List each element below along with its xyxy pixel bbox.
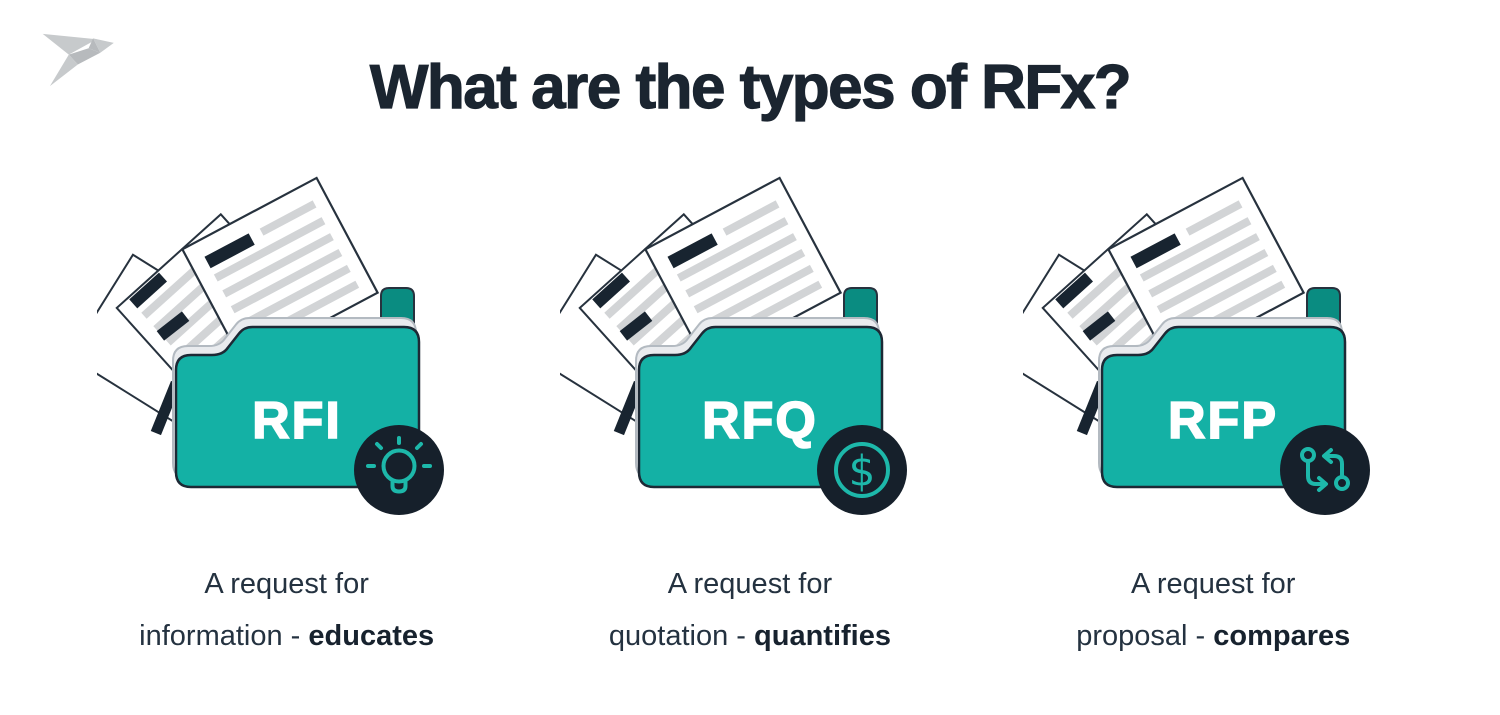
origami-bird-logo [42, 33, 114, 87]
folder-label: RFI [252, 392, 342, 450]
bird-neck [88, 38, 101, 53]
page-title: What are the types of RFx? [369, 52, 1132, 122]
caption-line1: A request for [667, 568, 833, 600]
rfq-folder-illustration: RFQ $ [559, 176, 907, 515]
bird-wing [42, 33, 97, 55]
folder-front [1100, 325, 1347, 489]
bird-head [93, 38, 114, 53]
caption-keyword: educates [308, 620, 435, 652]
bird-body [68, 48, 101, 65]
caption-line2: proposal - compares [1076, 620, 1351, 652]
paper-headline-bar [204, 233, 255, 269]
caption-keyword: compares [1213, 620, 1351, 652]
card-caption: A request for quotation - quantifies [609, 558, 891, 662]
card-rfq: RFQ $ A request for quotation - quantifi… [518, 170, 981, 662]
rfx-cards-row: RFI A request for information - educates [55, 170, 1445, 662]
folder-front [174, 325, 420, 489]
paper-headline-bar [1130, 233, 1181, 269]
caption-line2: quotation - quantifies [608, 620, 891, 652]
paper-headline-bar [667, 233, 718, 269]
folder-label: RFQ [702, 392, 818, 450]
svg-text:$: $ [849, 447, 876, 496]
lightbulb-icon [353, 425, 444, 515]
rfp-folder-illustration: RFP [1023, 176, 1371, 515]
card-caption: A request for proposal - compares [1076, 558, 1350, 662]
card-rfi: RFI A request for information - educates [55, 170, 518, 662]
caption-line1: A request for [204, 568, 369, 600]
folder-front [637, 325, 884, 489]
card-rfp: RFP A request for proposal - compares [982, 170, 1445, 662]
caption-keyword: quantifies [754, 620, 891, 652]
caption-line2: information - educates [139, 620, 435, 652]
bird-tail [49, 54, 78, 87]
dollar-coin-icon: $ [816, 425, 907, 515]
paper-middle-bar-peek [1082, 311, 1116, 341]
rfi-folder-illustration: RFI [96, 176, 444, 515]
paper-middle-bar-peek [619, 311, 653, 341]
compare-arrows-icon [1280, 425, 1371, 515]
card-caption: A request for information - educates [139, 558, 434, 662]
caption-line1: A request for [1131, 568, 1296, 600]
folder-label: RFP [1168, 392, 1278, 450]
paper-middle-bar-peek [156, 311, 189, 341]
